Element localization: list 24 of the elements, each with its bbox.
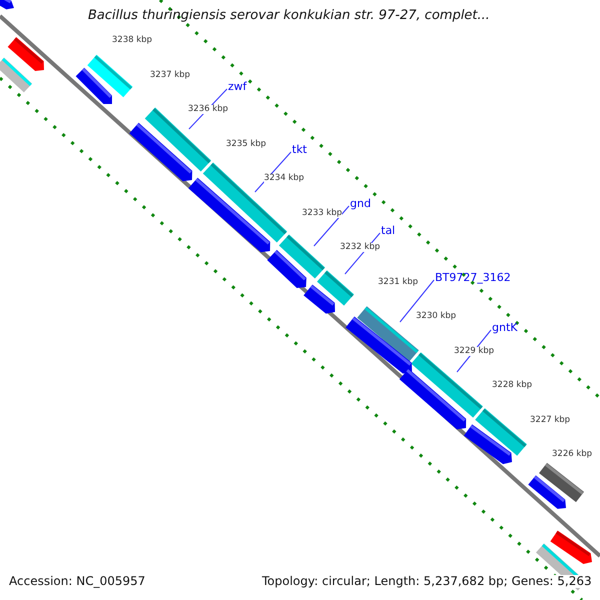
gene-label: gntK <box>492 322 518 334</box>
title: Bacillus thuringiensis serovar konkukian str. 97-27, complet... <box>88 9 490 24</box>
scale-label: 3238 kbp <box>112 36 152 46</box>
gene-label: tal <box>381 225 396 238</box>
scale-label: 3234 kbp <box>264 174 304 184</box>
gene-label: zwf <box>228 81 247 94</box>
scale-label: 3237 kbp <box>150 70 190 80</box>
scale-label: 3236 kbp <box>188 105 228 114</box>
scale-label: 3230 kbp <box>416 312 456 322</box>
gene-label: gnd <box>350 198 371 210</box>
gene-label: BT9727_3162 <box>435 272 511 284</box>
scale-label: 3228 kbp <box>492 381 532 390</box>
leader-line <box>400 280 434 322</box>
scale-label: 3233 kbp <box>302 208 342 218</box>
scale-label: 3227 kbp <box>530 416 570 425</box>
leader-line <box>314 206 350 246</box>
genome-summary-text: Topology: circular; Length: 5,237,682 bp; Genes: 5,263 <box>262 575 592 588</box>
scale-label: 3235 kbp <box>226 140 266 149</box>
scale-label: 3232 kbp <box>340 243 380 252</box>
gene-label: tkt <box>292 144 307 156</box>
accession-text: Accession: NC_005957 <box>9 575 146 588</box>
scale-label: 3231 kbp <box>378 278 418 287</box>
scale-label: 3229 kbp <box>454 346 494 356</box>
scale-label: 3226 kbp <box>552 450 592 460</box>
